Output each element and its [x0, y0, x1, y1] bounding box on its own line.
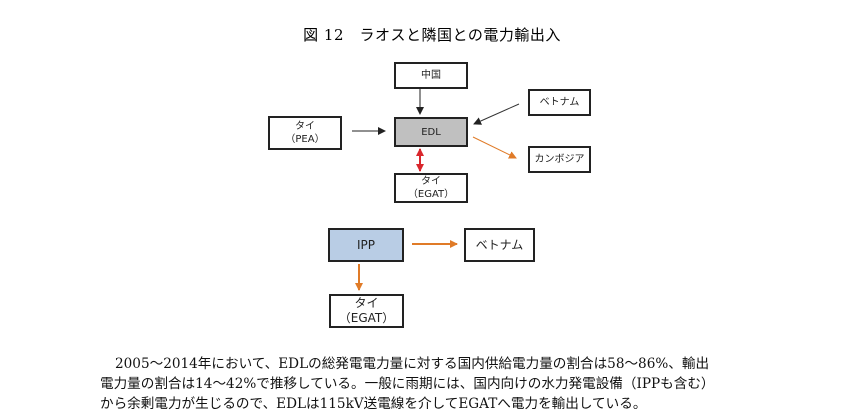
- paragraph-line: から余剰電力が生じるので、EDLは115kV送電線を介してEGATへ電力を輸出し…: [100, 396, 647, 412]
- node-cambodia: カンボジア: [528, 146, 591, 173]
- node-china-label: 中国: [421, 70, 441, 81]
- node-thai-pea: タイ （PEA）: [268, 116, 342, 150]
- node-vietnam-bottom-label: ベトナム: [475, 237, 524, 252]
- node-vietnam-bottom: ベトナム: [464, 228, 535, 262]
- node-edl-label: EDL: [421, 126, 441, 138]
- node-thai-pea-line1: タイ: [295, 121, 315, 132]
- node-thai-egat-top-line1: タイ: [421, 176, 441, 187]
- arrow-edl-to-cambodia: [472, 136, 517, 159]
- node-ipp-label: IPP: [356, 237, 375, 252]
- node-thai-egat-bottom-line1: タイ: [354, 296, 379, 310]
- node-vietnam-top-label: ベトナム: [539, 97, 580, 108]
- node-thai-egat-top-line2: （EGAT）: [407, 189, 455, 200]
- node-vietnam-top: ベトナム: [528, 89, 591, 116]
- node-thai-egat-bottom: タイ （EGAT）: [329, 294, 404, 328]
- paragraph-line: 2005～2014年において、EDLの総発電電力量に対する国内供給電力量の割合は…: [115, 356, 710, 372]
- node-ipp: IPP: [328, 228, 404, 262]
- node-edl: EDL: [394, 117, 468, 147]
- body-paragraph: 2005～2014年において、EDLの総発電電力量に対する国内供給電力量の割合は…: [100, 354, 780, 414]
- node-thai-pea-line2: （PEA）: [285, 134, 325, 145]
- arrow-vietnam-to-edl: [473, 103, 520, 125]
- node-cambodia-label: カンボジア: [534, 154, 585, 165]
- node-thai-egat-bottom-line2: （EGAT）: [338, 311, 395, 325]
- paragraph-line: 電力量の割合は14～42%で推移している。一般に雨期には、国内向けの水力発電設備…: [100, 376, 715, 392]
- node-china: 中国: [394, 62, 468, 89]
- figure-title: 図 12 ラオスと隣国との電力輸出入: [303, 26, 561, 44]
- node-thai-egat-top: タイ （EGAT）: [394, 173, 468, 203]
